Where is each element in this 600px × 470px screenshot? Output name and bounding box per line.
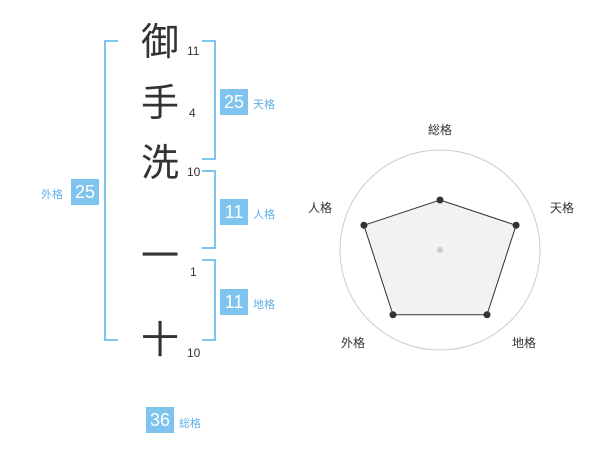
radar-point-4 (360, 221, 368, 229)
stroke-count-3: 10 (187, 165, 201, 179)
jinkaku-label: 人格 (253, 208, 275, 221)
jinkaku-value-badge: 11 (220, 199, 248, 225)
stroke-count-4: 1 (190, 265, 197, 279)
name-char-5: 十 (141, 318, 180, 362)
stroke-count-1: 11 (187, 44, 200, 58)
radar-axis-label-tenkaku: 天格 (550, 200, 574, 215)
soukaku-value-badge: 36 (146, 407, 174, 433)
gaikaku-value-badge: 25 (71, 179, 99, 205)
radar-value-polygon (363, 199, 517, 316)
radar-axis-label-gaikaku: 外格 (341, 335, 365, 350)
stroke-count-5: 10 (187, 346, 201, 360)
soukaku-label: 総格 (179, 417, 201, 430)
name-char-3: 洗 (141, 141, 180, 185)
radar-point-0 (436, 196, 444, 204)
stroke-count-2: 4 (189, 106, 196, 120)
name-char-1: 御 (141, 20, 180, 64)
name-char-4: 一 (141, 234, 180, 278)
name-char-2: 手 (141, 81, 180, 125)
tenkaku-label: 天格 (253, 98, 275, 111)
radar-axis-label-soukaku: 総格 (428, 122, 452, 137)
chikaku-value-badge: 11 (220, 289, 248, 315)
radar-points (360, 196, 520, 319)
tenkaku-bracket (202, 40, 216, 160)
radar-point-2 (483, 311, 491, 319)
jinkaku-bracket (202, 170, 216, 249)
gaikaku-label: 外格 (41, 188, 63, 201)
radar-axis-label-chikaku: 地格 (512, 335, 536, 350)
chikaku-bracket (202, 259, 216, 341)
gaikaku-bracket (104, 40, 118, 341)
radar-point-3 (389, 311, 397, 319)
radar-center-dot (437, 247, 443, 253)
tenkaku-value-badge: 25 (220, 89, 248, 115)
radar-axis-label-jinkaku: 人格 (308, 200, 332, 215)
radar-point-1 (512, 221, 520, 229)
chikaku-label: 地格 (253, 298, 275, 311)
